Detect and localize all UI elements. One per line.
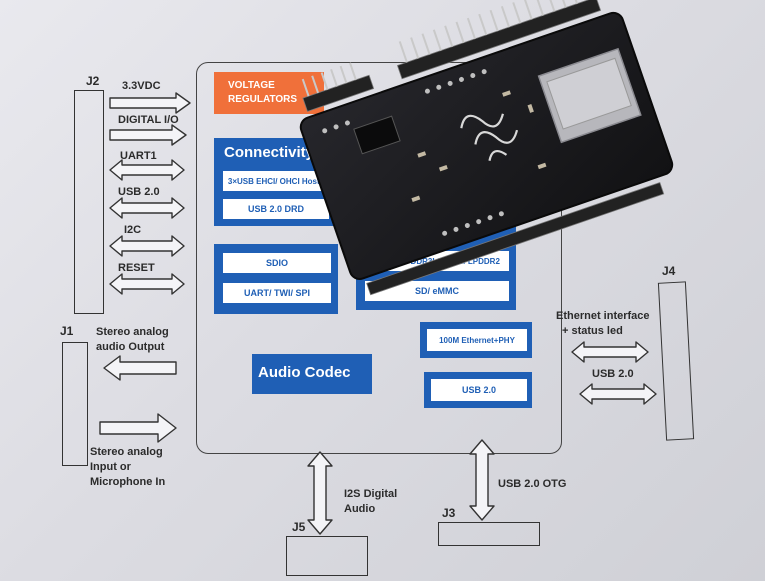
j5-label: J5 — [292, 520, 306, 534]
arrow-reset — [109, 273, 185, 295]
label-audio-in-2: Input or — [90, 461, 131, 473]
label-reset: RESET — [118, 262, 155, 274]
connectivity-title: Connectivity — [224, 144, 315, 161]
label-i2s-1: I2S Digital — [344, 488, 398, 500]
arrow-i2s — [307, 451, 333, 535]
voltage-label-line2: REGULATORS — [228, 94, 298, 105]
usb-hosts-box: 3×USB EHCI/ OHCI Hosts — [222, 170, 330, 192]
silkscreen-logo — [460, 113, 519, 162]
label-usb-otg: USB 2.0 OTG — [498, 478, 567, 490]
label-usb20-left: USB 2.0 — [118, 186, 160, 198]
j2-connector — [74, 90, 104, 314]
audio-codec-block — [252, 354, 372, 394]
voltage-label-line1: VOLTAGE — [228, 80, 275, 91]
uart-twi-spi-box: UART/ TWI/ SPI — [222, 282, 332, 304]
header-pins — [301, 0, 579, 97]
arrow-usb20-left — [109, 197, 185, 219]
j3-label: J3 — [442, 506, 456, 520]
arrow-usb20-right — [579, 383, 657, 405]
ic-chip — [353, 115, 401, 155]
label-usb20-right: USB 2.0 — [592, 368, 634, 380]
usb20-box: USB 2.0 — [430, 378, 528, 402]
arrow-uart1 — [109, 159, 185, 181]
label-audio-out-2: audio Output — [96, 341, 165, 353]
j4-label: J4 — [662, 264, 676, 278]
soc-outline — [196, 62, 562, 454]
label-3v3: 3.3VDC — [122, 80, 161, 92]
label-audio-in-3: Microphone In — [90, 476, 166, 488]
arrow-ethernet — [571, 341, 649, 363]
j2-label: J2 — [86, 74, 100, 88]
arrow-i2c — [109, 235, 185, 257]
j1-connector — [62, 342, 88, 466]
sdio-box: SDIO — [222, 252, 332, 274]
arrow-3v3 — [109, 92, 191, 114]
label-ethernet-2: + status led — [562, 325, 623, 337]
label-i2c: I2C — [124, 224, 142, 236]
sd-emmc-box: SD/ eMMC — [364, 280, 510, 302]
j1-label: J1 — [60, 324, 74, 338]
arrow-usb-otg — [469, 439, 495, 521]
arrow-dio — [109, 124, 187, 146]
ethernet-phy-box: 100M Ethernet+PHY — [426, 328, 528, 352]
label-ethernet-1: Ethernet interface — [556, 310, 650, 322]
label-uart1: UART1 — [120, 150, 157, 162]
audio-codec-label: Audio Codec — [258, 364, 351, 381]
label-digital-io: DIGITAL I/O — [118, 114, 179, 126]
label-i2s-2: Audio — [344, 503, 376, 515]
j5-connector — [286, 536, 368, 576]
pcb-board — [299, 0, 674, 296]
j3-connector — [438, 522, 540, 546]
arrow-audio-in — [99, 413, 177, 443]
label-audio-out-1: Stereo analog — [96, 326, 169, 338]
arrow-audio-out — [103, 355, 177, 381]
label-audio-in-1: Stereo analog — [90, 446, 163, 458]
